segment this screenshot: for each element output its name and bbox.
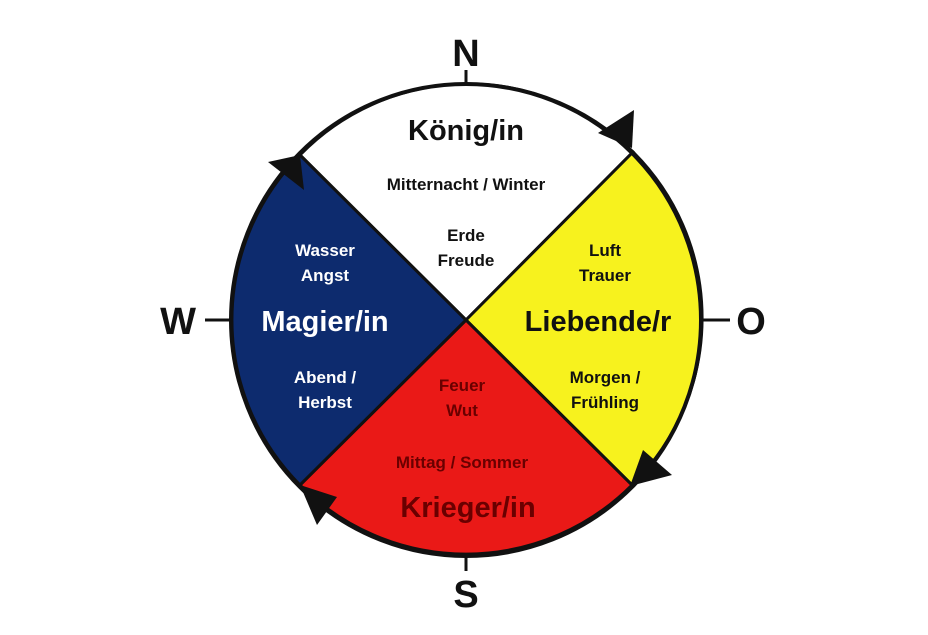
arrowhead-southwest	[300, 485, 337, 525]
west-element: Wasser	[295, 241, 355, 260]
south-title: Krieger/in	[400, 492, 535, 524]
east-emotion: Trauer	[579, 266, 631, 285]
south-element: Feuer	[439, 376, 486, 395]
arrowhead-northwest	[268, 155, 304, 190]
north-time: Mitternacht / Winter	[387, 175, 546, 194]
east-title: Liebende/r	[525, 306, 672, 338]
direction-south-label: S	[453, 574, 478, 616]
direction-north-label: N	[452, 33, 479, 75]
west-time-line2: Herbst	[298, 393, 352, 412]
south-emotion: Wut	[446, 401, 478, 420]
direction-west-label: W	[160, 301, 196, 343]
arrowhead-southeast	[630, 450, 672, 486]
arrowhead-northeast	[598, 110, 634, 148]
south-time: Mittag / Sommer	[396, 453, 529, 472]
north-title: König/in	[408, 115, 524, 147]
east-time-line1: Morgen /	[570, 368, 641, 387]
west-title: Magier/in	[261, 306, 388, 338]
east-element: Luft	[589, 241, 621, 260]
west-time-line1: Abend /	[294, 368, 357, 387]
east-time-line2: Frühling	[571, 393, 639, 412]
direction-east-label: O	[736, 301, 766, 343]
north-emotion: Freude	[438, 251, 495, 270]
north-element: Erde	[447, 226, 485, 245]
west-emotion: Angst	[301, 266, 350, 285]
